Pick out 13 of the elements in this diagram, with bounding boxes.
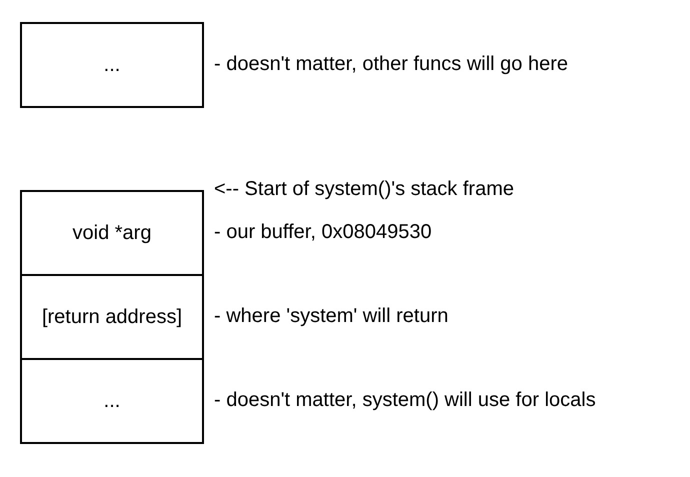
- slot-text: ...: [104, 54, 120, 76]
- stack-slot-box: [20, 22, 204, 108]
- annotation-text: - where 'system' will return: [214, 305, 448, 328]
- slot-text: ...: [104, 390, 120, 412]
- stack-slot-box: [20, 190, 204, 276]
- annotation-text: - our buffer, 0x08049530: [214, 221, 432, 244]
- stack-slot-box: [20, 274, 204, 360]
- slot-text: void *arg: [72, 222, 152, 244]
- pointer-note: <-- Start of system()'s stack frame: [214, 178, 514, 201]
- slot-text: [return address]: [42, 306, 182, 328]
- stack-slot-box: [20, 358, 204, 444]
- annotation-text: - doesn't matter, other funcs will go here: [214, 53, 568, 76]
- annotation-text: - doesn't matter, system() will use for locals: [214, 389, 596, 412]
